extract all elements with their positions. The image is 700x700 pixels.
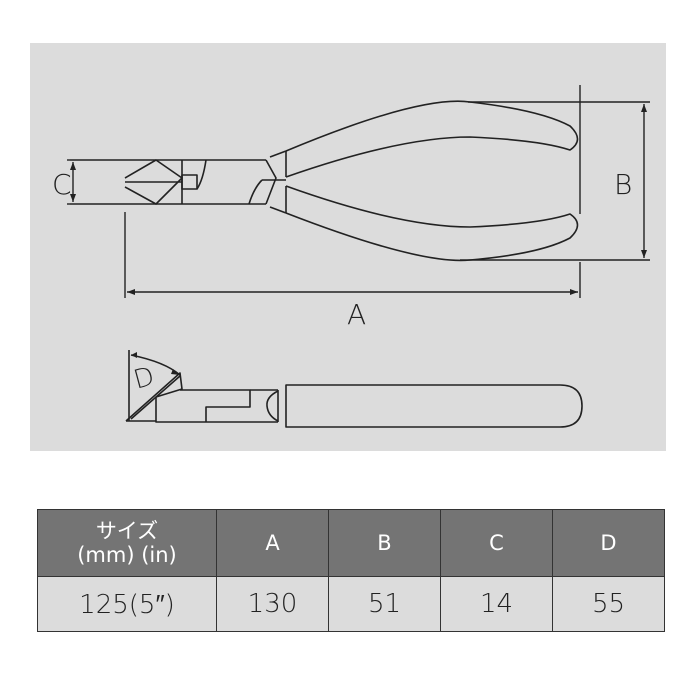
header-c: C xyxy=(440,509,553,577)
header-size-units: (mm) (in) xyxy=(77,543,177,567)
table-row: 125(5″) 130 51 14 55 xyxy=(37,576,665,632)
diagram-panel xyxy=(30,43,666,451)
cell-c: 14 xyxy=(440,576,553,632)
dimension-lines xyxy=(67,85,650,298)
cell-a: 130 xyxy=(216,576,329,632)
cell-size: 125(5″) xyxy=(37,576,217,632)
dimension-label-b: B xyxy=(614,168,632,201)
dimension-label-c: C xyxy=(52,168,72,201)
table-header-row: サイズ (mm) (in) A B C D xyxy=(37,509,665,577)
dimension-label-d: D xyxy=(131,361,158,395)
cell-d: 55 xyxy=(552,576,665,632)
dimension-label-a: A xyxy=(347,298,366,331)
header-a: A xyxy=(216,509,329,577)
header-size-label: サイズ xyxy=(95,518,159,543)
pliers-top-view xyxy=(70,100,579,262)
header-size: サイズ (mm) (in) xyxy=(37,509,217,577)
pliers-side-view xyxy=(125,350,583,428)
cell-b: 51 xyxy=(328,576,441,632)
header-b: B xyxy=(328,509,441,577)
spec-table: サイズ (mm) (in) A B C D 125(5″) 130 51 14 … xyxy=(37,509,665,632)
arrowheads xyxy=(70,104,647,295)
header-d: D xyxy=(552,509,665,577)
